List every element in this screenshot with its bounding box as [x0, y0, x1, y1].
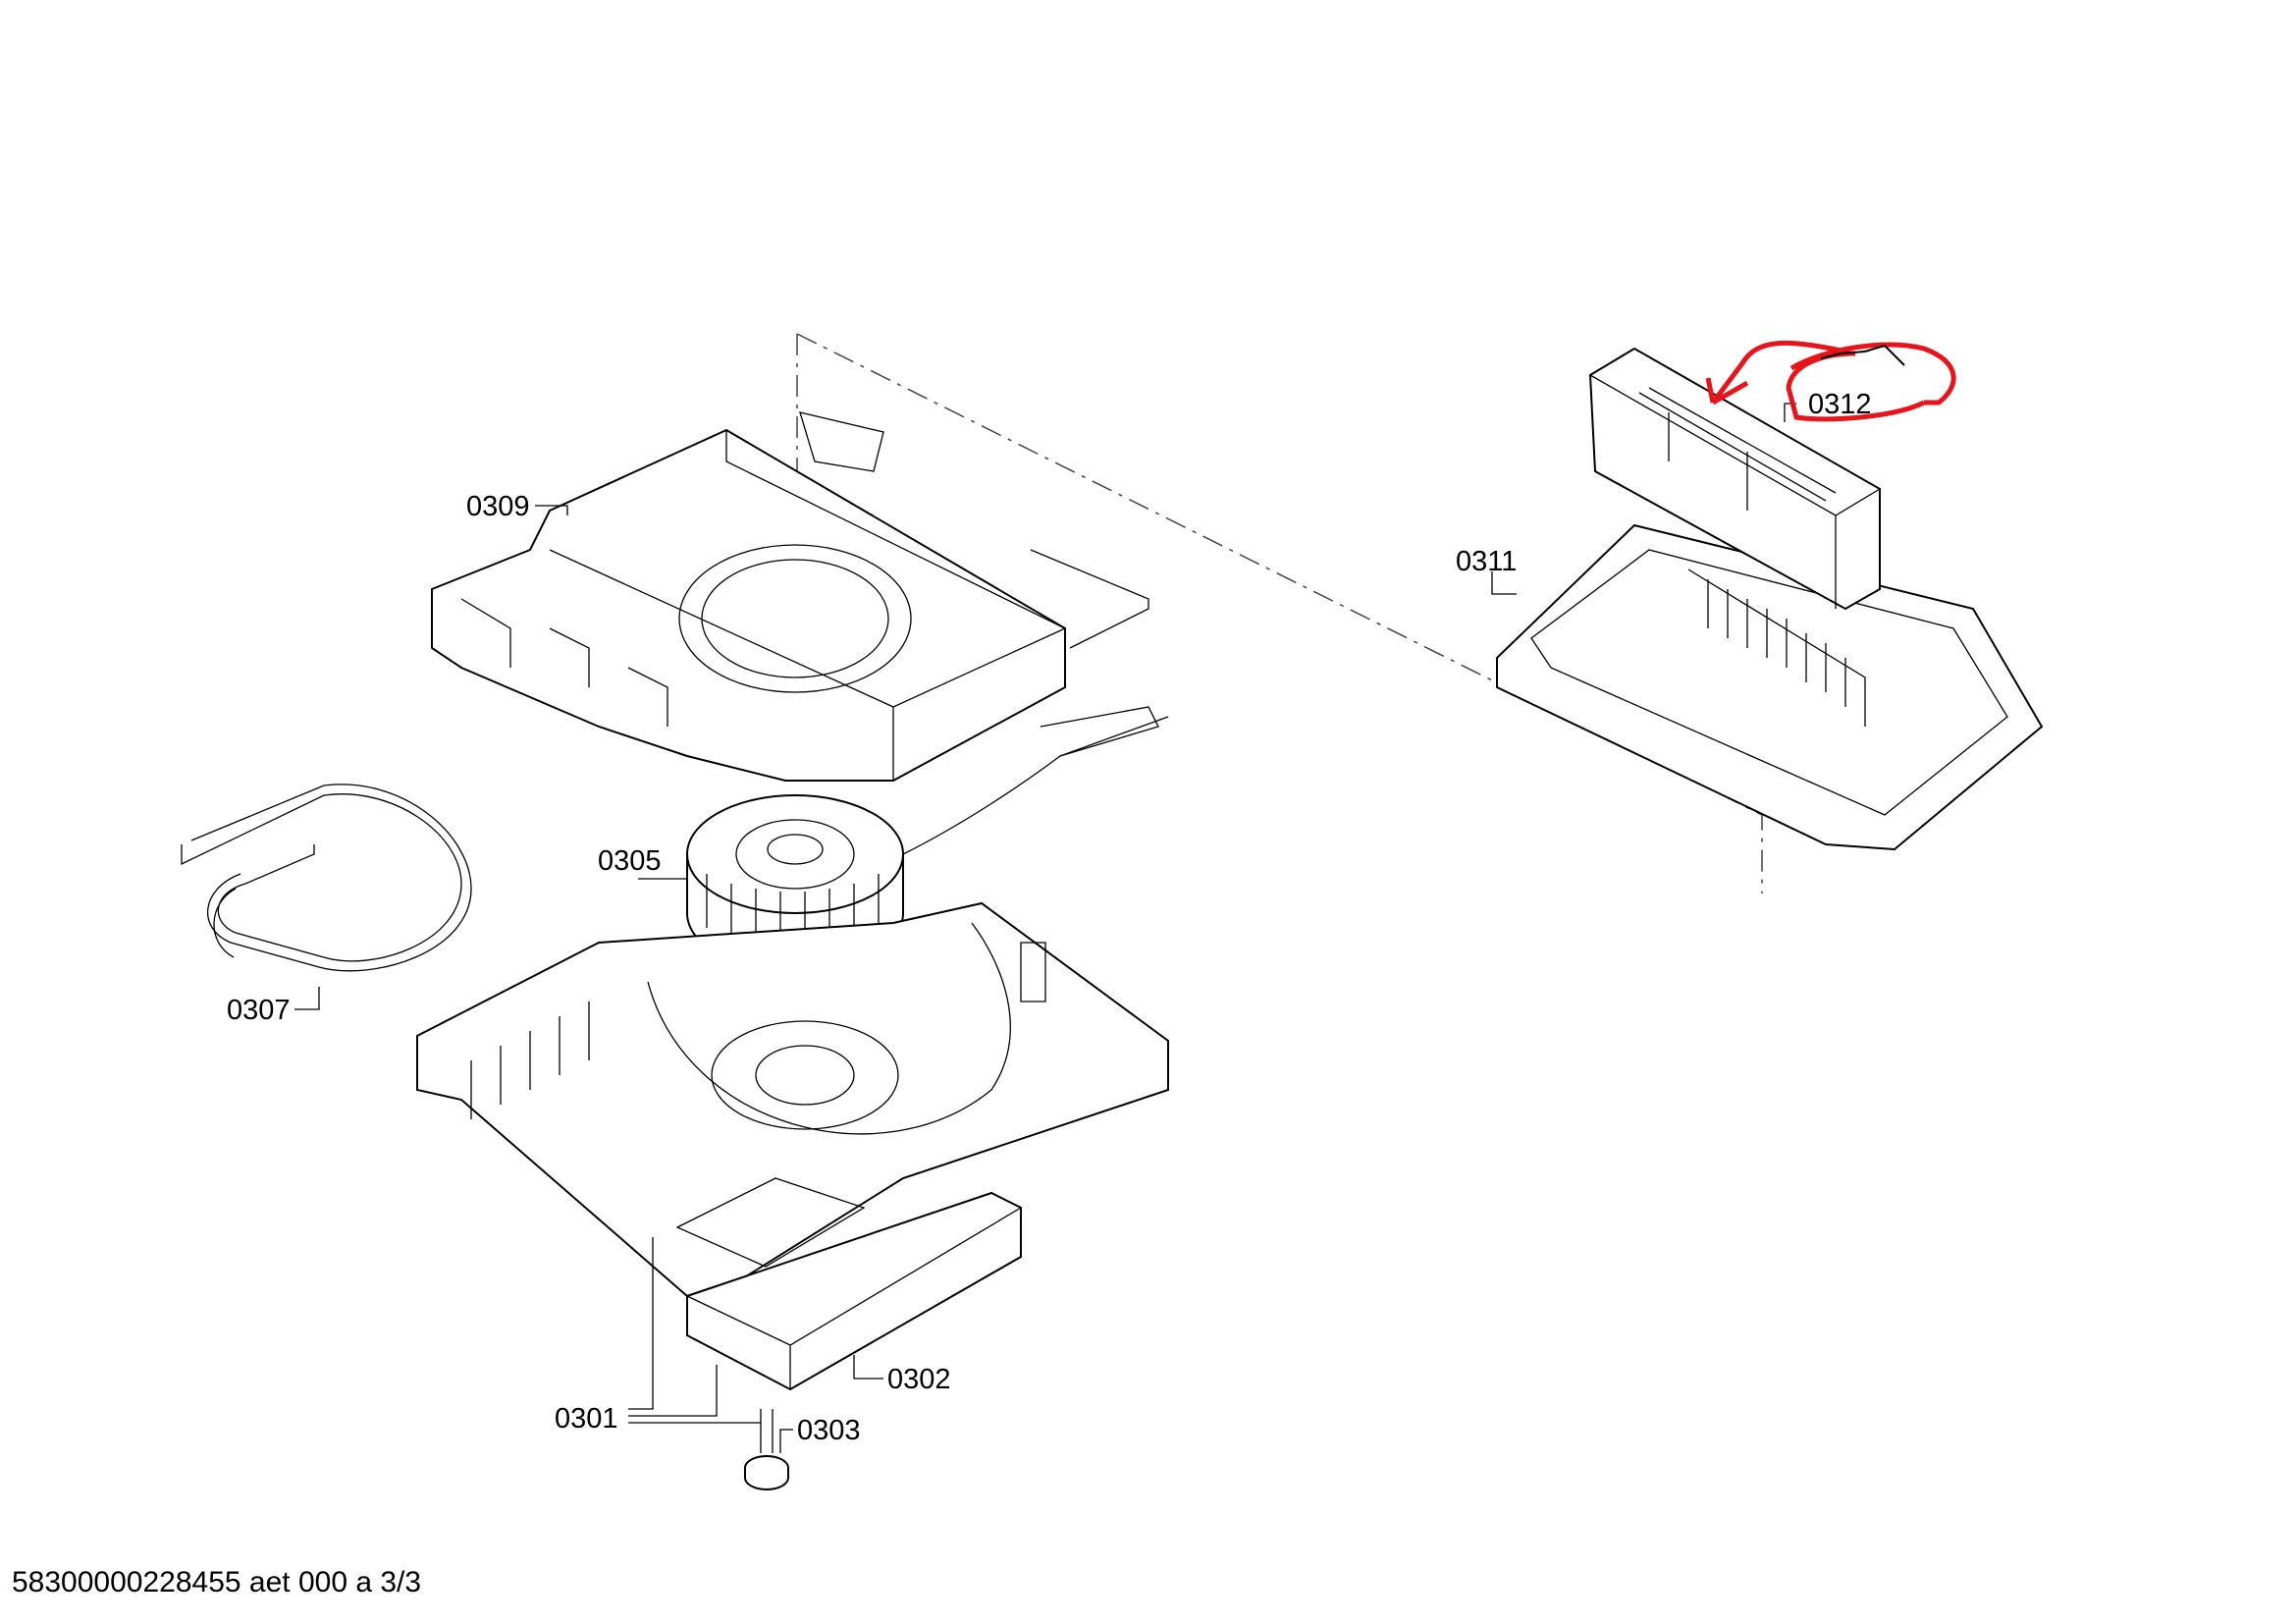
label-0311: 0311	[1456, 546, 1517, 577]
label-0307: 0307	[227, 995, 291, 1026]
part-0302-front-cover	[686, 1191, 1022, 1391]
part-0307-gasket	[181, 784, 472, 972]
part-0301-base-housing	[416, 901, 1169, 1298]
part-0311-filter-housing	[1496, 523, 2044, 851]
part-0312-filter	[1588, 347, 1881, 611]
leader-lines	[294, 403, 1796, 1453]
label-0312: 0312	[1808, 389, 1872, 420]
document-id-footer: 58300000228455 aet 000 a 3/3	[12, 1566, 422, 1598]
red-annotation-circle-arrow	[1705, 340, 1956, 422]
label-0309: 0309	[466, 491, 530, 522]
label-0301: 0301	[555, 1403, 618, 1435]
label-0302: 0302	[887, 1364, 951, 1395]
part-0303-adjusting-foot	[744, 1409, 789, 1490]
part-0309-upper-housing	[431, 411, 1159, 782]
label-0303: 0303	[797, 1415, 861, 1446]
label-0305: 0305	[598, 845, 662, 877]
